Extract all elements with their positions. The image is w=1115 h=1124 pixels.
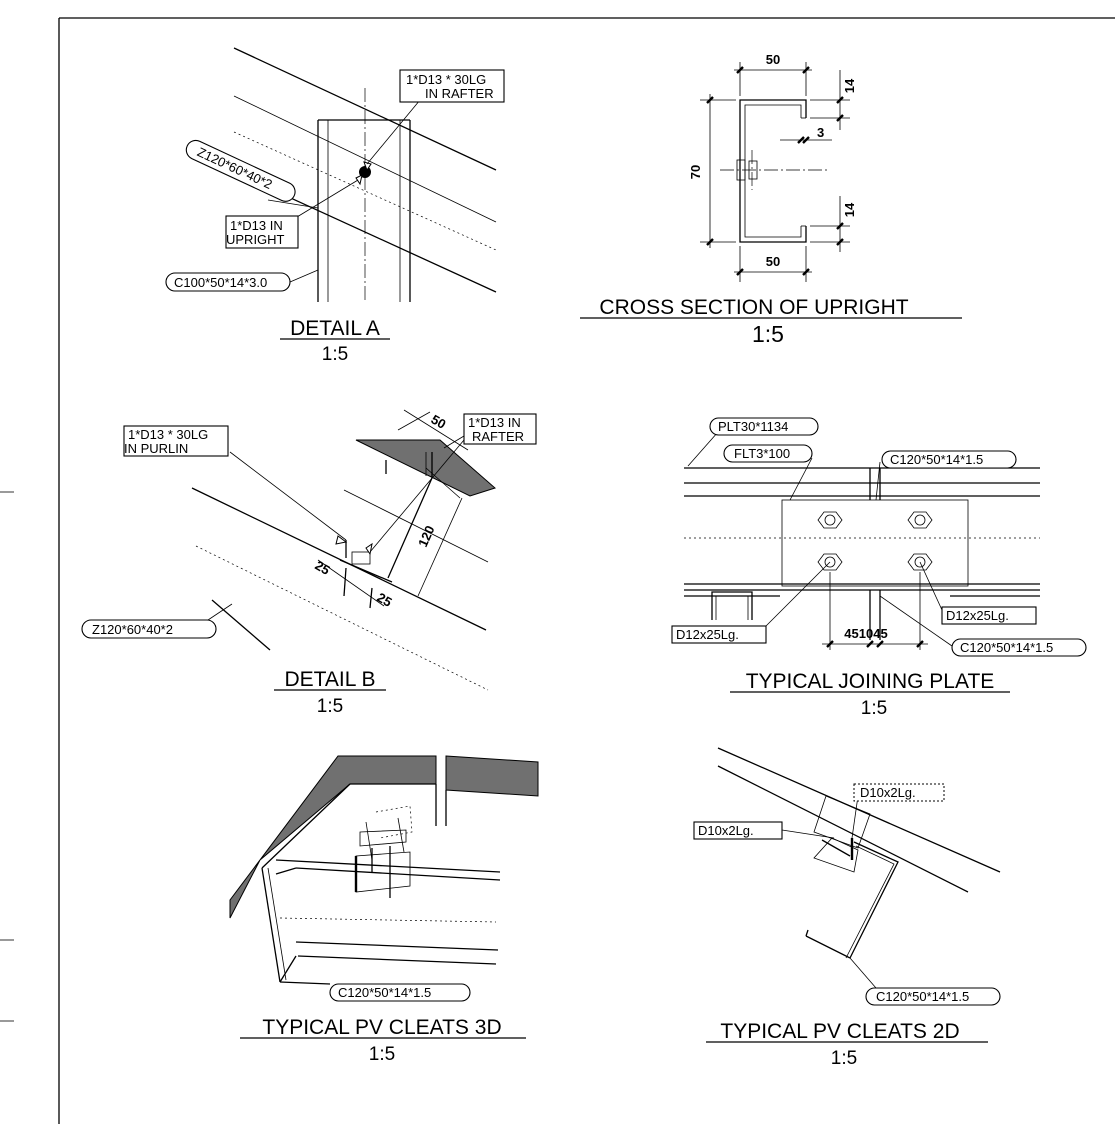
cross-section-height: 70 [688, 165, 703, 179]
joining-plate-flat-label: FLT3*100 [734, 446, 790, 461]
pv-cleats-3d-scale: 1:5 [369, 1044, 395, 1065]
detail-b-z-section-label: Z120*60*40*2 [92, 622, 173, 637]
detail-b-edge-left-dim: 25 [313, 558, 333, 578]
pv-cleats-3d-c-section-label: C120*50*14*1.5 [338, 985, 431, 1000]
cross-section-bottom-width: 50 [766, 254, 780, 269]
pv-cleats-2d-drawing [717, 747, 1001, 989]
detail-b-drawing [191, 409, 496, 691]
detail-a-bolt-upright-line2: UPRIGHT [226, 232, 285, 247]
detail-a-c-section-label: C100*50*14*3.0 [174, 275, 267, 290]
detail-b-title: DETAIL B [284, 668, 375, 691]
detail-b-bolt-purlin-line2: IN PURLIN [124, 441, 188, 456]
pv-cleats-2d-title: TYPICAL PV CLEATS 2D [720, 1020, 959, 1043]
pv-cleats-2d: D10x2Lg. D10x2Lg. C120*50*14*1.5 TYPICAL… [693, 747, 1001, 1069]
pv-cleats-2d-scale: 1:5 [831, 1048, 857, 1069]
detail-a-z-section-label: Z120*60*40*2 [195, 144, 275, 192]
detail-a: 1*D13 * 30LG IN RAFTER Z120*60*40*2 1*D1… [165, 47, 505, 365]
cross-section-top-width: 50 [766, 52, 780, 67]
pv-cleats-3d: C120*50*14*1.5 TYPICAL PV CLEATS 3D 1:5 [229, 755, 539, 1065]
cross-section-top-lip: 14 [842, 78, 857, 93]
joining-plate-c-top-label: C120*50*14*1.5 [890, 452, 983, 467]
detail-a-bolt-rafter-line2: IN RAFTER [425, 86, 494, 101]
pv-cleats-2d-c-section-label: C120*50*14*1.5 [876, 989, 969, 1004]
cross-section-title: CROSS SECTION OF UPRIGHT [599, 296, 908, 319]
joining-plate: PLT30*1134 FLT3*100 C120*50*14*1.5 D12x2… [671, 417, 1087, 719]
detail-a-bolt-rafter-line1: 1*D13 * 30LG [406, 72, 486, 87]
detail-b: 1*D13 * 30LG IN PURLIN 1*D13 IN RAFTER 5… [81, 409, 537, 717]
cross-section-bottom-lip: 14 [842, 202, 857, 217]
detail-b-edge-right-dim: 25 [375, 590, 395, 610]
sheet-frame [0, 17, 1115, 1124]
pv-cleats-2d-bolt-top-label: D10x2Lg. [860, 785, 916, 800]
joining-plate-c-bottom-label: C120*50*14*1.5 [960, 640, 1053, 655]
pv-cleats-2d-bolt-left-label: D10x2Lg. [698, 823, 754, 838]
joining-plate-spacing-dim: 451045 [844, 626, 887, 641]
cross-section-scale: 1:5 [752, 321, 784, 347]
detail-a-title: DETAIL A [290, 317, 380, 340]
cross-section-upright: 50 50 70 14 3 14 CROSS SECTION OF UPRIGH… [580, 52, 962, 347]
detail-a-drawing [233, 47, 497, 302]
pv-cleats-3d-drawing [229, 755, 539, 985]
detail-b-scale: 1:5 [317, 696, 343, 717]
cross-section-drawing [700, 62, 850, 282]
joining-plate-bolt-right-label: D12x25Lg. [946, 608, 1009, 623]
detail-a-scale: 1:5 [322, 344, 348, 365]
joining-plate-title: TYPICAL JOINING PLATE [746, 670, 995, 693]
pv-cleats-3d-title: TYPICAL PV CLEATS 3D [262, 1016, 501, 1039]
detail-b-bolt-rafter-line1: 1*D13 IN [468, 415, 521, 430]
joining-plate-scale: 1:5 [861, 698, 887, 719]
detail-b-bolt-purlin-line1: 1*D13 * 30LG [128, 427, 208, 442]
detail-a-bolt-upright-line1: 1*D13 IN [230, 218, 283, 233]
joining-plate-plate-label: PLT30*1134 [718, 419, 788, 434]
cross-section-thickness: 3 [817, 125, 824, 140]
detail-b-flange-dim: 50 [429, 412, 449, 432]
detail-b-bolt-rafter-line2: RAFTER [472, 429, 524, 444]
joining-plate-bolt-left-label: D12x25Lg. [676, 627, 739, 642]
joining-plate-drawing [684, 431, 1040, 650]
